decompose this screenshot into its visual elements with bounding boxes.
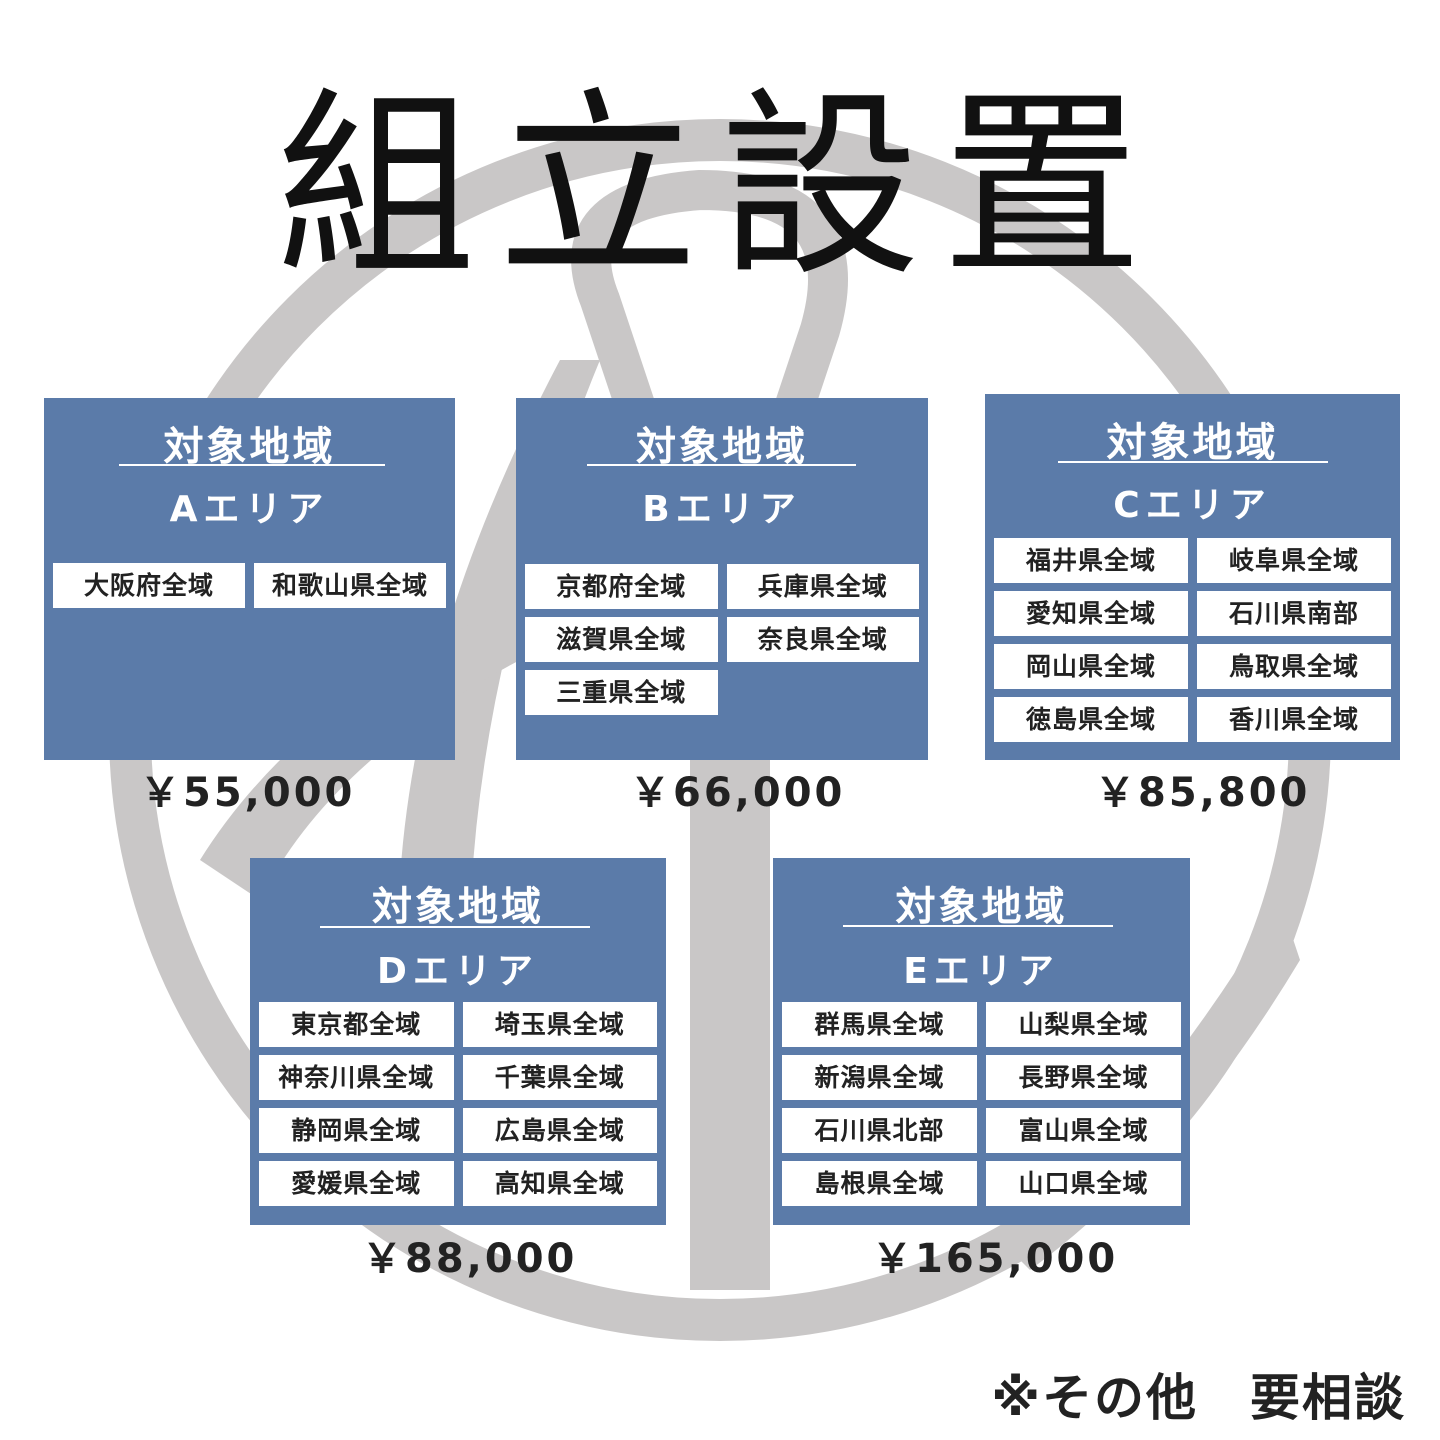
- area-name: Aエリア: [169, 489, 330, 530]
- area-name: Cエリア: [1113, 485, 1272, 526]
- area-name: Eエリア: [903, 951, 1060, 992]
- region-cell: 和歌山県全域: [254, 563, 446, 608]
- region-list: 福井県全域 岐阜県全域 愛知県全域 石川県南部 岡山県全域 鳥取県全域 徳島県全…: [994, 538, 1391, 742]
- region-cell: 千葉県全域: [462, 1055, 657, 1100]
- page-title: 組立設置: [275, 71, 1164, 304]
- region-cell: 広島県全域: [462, 1108, 657, 1153]
- area-d-price: ￥88,000: [362, 1236, 578, 1282]
- area-heading: 対象地域: [1106, 420, 1279, 466]
- area-c-card: 対象地域 Cエリア 福井県全域 岐阜県全域 愛知県全域 石川県南部 岡山県全域 …: [985, 394, 1400, 760]
- area-heading: 対象地域: [163, 424, 336, 470]
- area-e-price: ￥165,000: [872, 1236, 1119, 1282]
- area-heading: 対象地域: [372, 884, 544, 930]
- region-cell: 埼玉県全域: [462, 1002, 657, 1047]
- region-cell: 京都府全域: [525, 564, 718, 609]
- area-name: Bエリア: [642, 489, 802, 530]
- divider: [587, 464, 856, 466]
- region-cell: 徳島県全域: [994, 697, 1188, 742]
- region-cell: 香川県全域: [1197, 697, 1391, 742]
- region-cell: 群馬県全域: [782, 1002, 977, 1047]
- region-list: 東京都全域 埼玉県全域 神奈川県全域 千葉県全域 静岡県全域 広島県全域 愛媛県…: [259, 1002, 657, 1206]
- area-b-card: 対象地域 Bエリア 京都府全域 兵庫県全域 滋賀県全域 奈良県全域 三重県全域: [516, 398, 928, 760]
- region-list: 群馬県全域 山梨県全域 新潟県全域 長野県全域 石川県北部 富山県全域 島根県全…: [782, 1002, 1181, 1206]
- area-c-price: ￥85,800: [1095, 770, 1311, 816]
- region-cell: 岐阜県全域: [1197, 538, 1391, 583]
- region-cell: 富山県全域: [986, 1108, 1181, 1153]
- region-cell: 石川県北部: [782, 1108, 977, 1153]
- region-cell: 愛媛県全域: [259, 1161, 454, 1206]
- region-cell: 石川県南部: [1197, 591, 1391, 636]
- region-list: 京都府全域 兵庫県全域 滋賀県全域 奈良県全域 三重県全域: [525, 564, 919, 715]
- area-heading: 対象地域: [636, 424, 808, 470]
- area-name: Dエリア: [377, 951, 539, 992]
- region-cell: 兵庫県全域: [726, 564, 919, 609]
- region-cell: 神奈川県全域: [259, 1055, 454, 1100]
- region-cell: 大阪府全域: [53, 563, 245, 608]
- region-cell: 東京都全域: [259, 1002, 454, 1047]
- area-b-price: ￥66,000: [630, 770, 846, 816]
- area-a-price: ￥55,000: [140, 770, 356, 816]
- divider: [1058, 461, 1328, 463]
- region-cell: 福井県全域: [994, 538, 1188, 583]
- region-cell: 三重県全域: [525, 670, 718, 715]
- region-cell: 高知県全域: [462, 1161, 657, 1206]
- region-cell: 鳥取県全域: [1197, 644, 1391, 689]
- area-a-card: 対象地域 Aエリア 大阪府全域 和歌山県全域: [44, 398, 455, 760]
- region-cell: 新潟県全域: [782, 1055, 977, 1100]
- footnote: ※その他 要相談: [991, 1369, 1406, 1427]
- area-d-card: 対象地域 Dエリア 東京都全域 埼玉県全域 神奈川県全域 千葉県全域 静岡県全域…: [250, 858, 666, 1225]
- region-cell: 愛知県全域: [994, 591, 1188, 636]
- divider: [843, 925, 1113, 927]
- region-cell: 奈良県全域: [726, 617, 919, 662]
- divider: [119, 464, 385, 466]
- region-cell: 岡山県全域: [994, 644, 1188, 689]
- region-cell: 長野県全域: [986, 1055, 1181, 1100]
- region-cell: 静岡県全域: [259, 1108, 454, 1153]
- area-heading: 対象地域: [895, 884, 1068, 930]
- divider: [320, 926, 590, 928]
- region-cell: 山口県全域: [986, 1161, 1181, 1206]
- region-cell: 山梨県全域: [986, 1002, 1181, 1047]
- region-cell: 滋賀県全域: [525, 617, 718, 662]
- area-e-card: 対象地域 Eエリア 群馬県全域 山梨県全域 新潟県全域 長野県全域 石川県北部 …: [773, 858, 1190, 1225]
- region-cell: 島根県全域: [782, 1161, 977, 1206]
- region-list: 大阪府全域 和歌山県全域: [53, 563, 446, 608]
